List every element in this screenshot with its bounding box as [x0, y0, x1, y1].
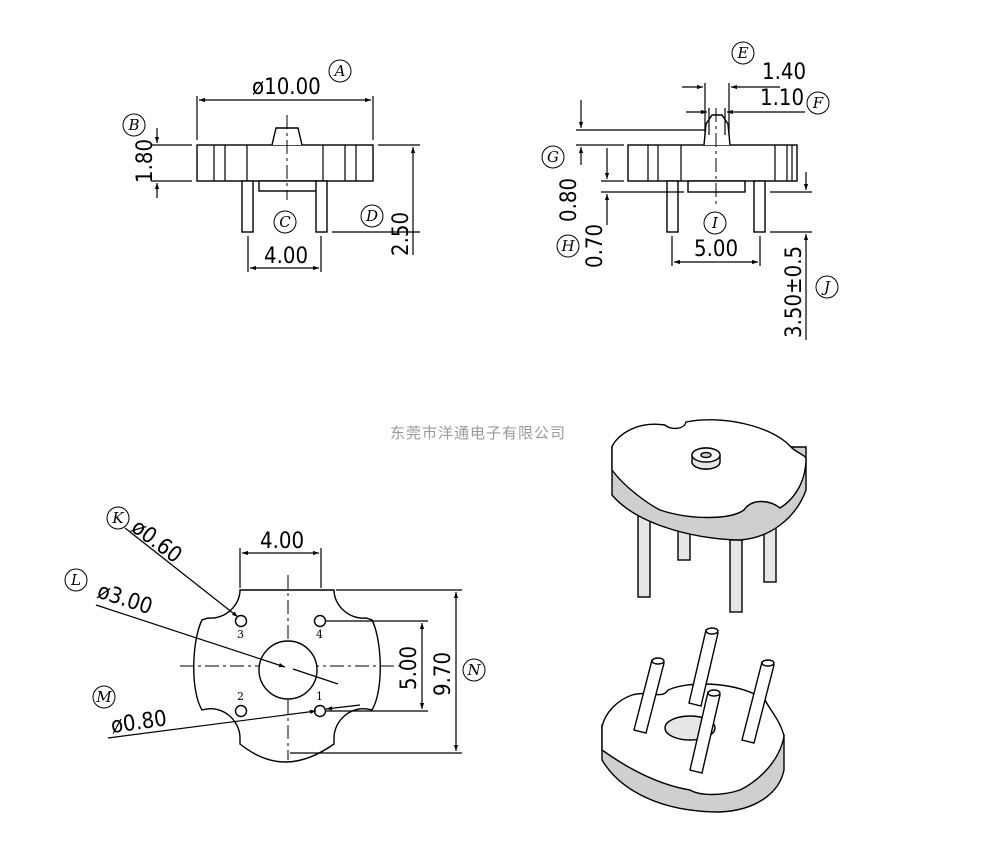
side-pin-length-label: 3.50±0.5 — [782, 246, 807, 338]
pin-number-1: 1 — [316, 690, 323, 703]
tag-g: G — [547, 148, 559, 166]
bottom-view: 3 4 2 1 4.00 K ø0.60 L ø3.00 M ø0.80 5.0… — [64, 506, 486, 763]
tag-e: E — [737, 44, 749, 62]
tag-k: K — [111, 509, 124, 527]
front-view: ø10.00 A 1.80 B 4.00 C 2.50 D — [122, 59, 420, 272]
side-boss-inner-label: 1.10 — [760, 86, 804, 111]
tag-h: H — [560, 237, 575, 255]
tag-i: I — [711, 214, 719, 232]
side-view: 1.40 E 1.10 F 0.80 G 0.70 H 5.00 I — [541, 41, 839, 340]
side-step-label: 0.70 — [583, 224, 608, 268]
pin-number-3: 3 — [237, 628, 244, 641]
pin-number-2: 2 — [237, 690, 244, 703]
bottom-pin-hole-label: ø0.60 — [126, 515, 186, 569]
tag-c: C — [279, 213, 291, 231]
bottom-row-spacing-label: 5.00 — [397, 646, 422, 690]
front-diameter-label: ø10.00 — [252, 75, 321, 100]
tag-j: J — [821, 278, 831, 296]
side-boss-height-label: 0.80 — [557, 178, 582, 222]
tag-f: F — [812, 94, 824, 112]
tag-d: D — [365, 207, 378, 225]
tag-n: N — [466, 661, 481, 679]
company-name: 东莞市洋通电子有限公司 — [390, 424, 566, 442]
front-pin-length-label: 2.50 — [389, 212, 414, 256]
side-pin-spacing-label: 5.00 — [694, 237, 738, 262]
tag-l: L — [70, 571, 81, 589]
bottom-pin-dia-label: ø0.80 — [109, 706, 168, 739]
isometric-view-bottom — [601, 627, 785, 813]
tag-b: B — [127, 116, 139, 134]
isometric-view-top — [611, 419, 807, 613]
tag-m: M — [95, 688, 112, 706]
front-pin-spacing-label: 4.00 — [264, 244, 308, 269]
pin-number-4: 4 — [316, 628, 323, 641]
bottom-overall-label: 9.70 — [431, 652, 456, 696]
tag-a: A — [333, 62, 346, 80]
bottom-pin-spacing-label: 4.00 — [260, 529, 304, 554]
side-boss-width-label: 1.40 — [762, 60, 806, 85]
front-base-height-label: 1.80 — [133, 139, 158, 183]
